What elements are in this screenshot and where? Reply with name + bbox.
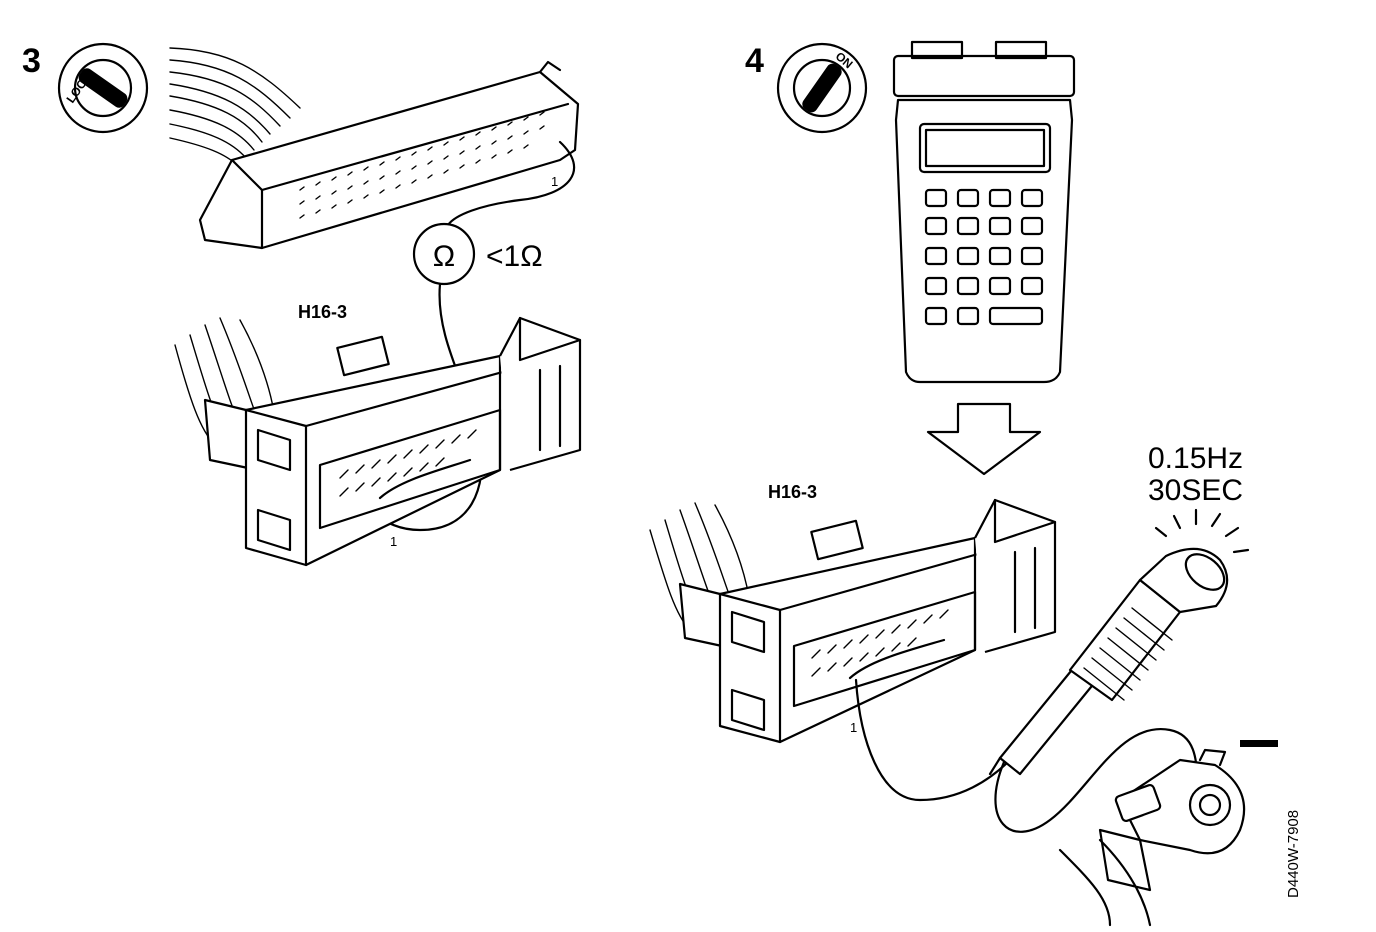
h16-3-label-step3: H16-3 xyxy=(298,302,347,322)
step-4-panel: 4 ON H16-3 xyxy=(649,40,1302,927)
ignition-switch-on-icon: ON xyxy=(776,42,868,134)
ground-minus-symbol xyxy=(1240,740,1278,747)
figure-code: D440W-7908 xyxy=(1285,810,1302,898)
ignition-switch-lock-icon: LOCK xyxy=(57,42,149,134)
scan-tool-icon xyxy=(892,40,1076,384)
flash-frequency: 0.15Hz xyxy=(1148,442,1243,475)
step-3-number: 3 xyxy=(22,42,41,80)
ground-terminal-icon xyxy=(1058,748,1246,927)
h16-pin-1-label-step3: 1 xyxy=(390,534,397,549)
test-light-lead xyxy=(854,678,1012,802)
ground-lead xyxy=(994,727,1200,833)
ecu-connector: 1 xyxy=(198,60,580,250)
ecu-connector-pins xyxy=(299,111,545,219)
light-rays-icon xyxy=(1154,508,1250,554)
flash-duration: 30SEC xyxy=(1148,474,1243,507)
scan-tool-keypad xyxy=(924,188,1044,326)
h16-pin-1-label-step4: 1 xyxy=(850,720,857,735)
h16-3-connector-step3: 1 xyxy=(174,316,582,567)
h16-3-label-step4: H16-3 xyxy=(768,482,817,502)
step-3-panel: 3 LOCK xyxy=(22,42,582,567)
ohm-symbol: Ω xyxy=(433,240,455,273)
ohmmeter-icon: Ω xyxy=(412,222,476,286)
probe-lead-upper xyxy=(446,140,576,227)
h16-3-connector-step4: 1 xyxy=(649,498,1057,744)
step-4-number: 4 xyxy=(745,42,764,80)
resistance-spec: <1Ω xyxy=(486,240,543,273)
ecu-harness-wires xyxy=(169,47,301,167)
down-arrow-icon xyxy=(926,402,1042,476)
ecu-pin-1-label: 1 xyxy=(551,174,558,189)
test-light-icon xyxy=(988,508,1250,776)
